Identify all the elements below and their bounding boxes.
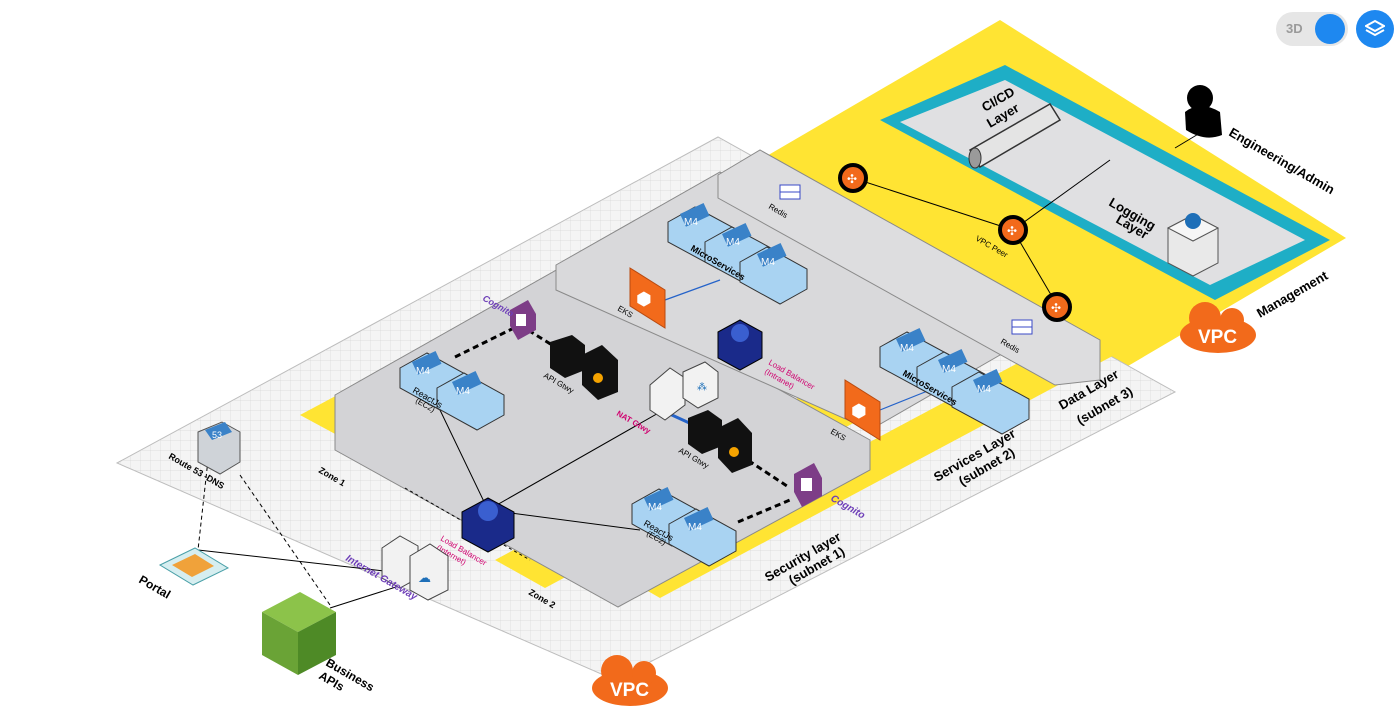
route53-icon-label: 53	[212, 430, 222, 440]
svg-text:✣: ✣	[1051, 301, 1061, 315]
vpc-label: VPC	[610, 680, 649, 701]
api-gateway-icon[interactable]	[550, 335, 618, 400]
svg-text:✣: ✣	[847, 172, 857, 186]
eks-link-1	[664, 279, 721, 301]
microservices-cluster[interactable]: M4 M4 M4	[667, 203, 808, 305]
security-links	[454, 323, 791, 524]
microservices-cluster[interactable]: M4 M4 M4	[879, 328, 1030, 435]
m4-label: M4	[456, 386, 470, 397]
cicd-pipe-icon[interactable]	[968, 102, 1062, 169]
router-icon[interactable]: ✣	[1042, 292, 1072, 322]
m4-label: M4	[688, 522, 702, 533]
m4-label: M4	[977, 384, 991, 395]
m4-label: M4	[726, 237, 740, 248]
svg-text:☁: ☁	[418, 570, 431, 585]
svg-text:⁂: ⁂	[697, 382, 707, 393]
reactjs-ec2-cluster[interactable]: M4 M4	[399, 351, 505, 431]
router-icon[interactable]: ✣	[838, 163, 868, 193]
m4-label: M4	[684, 217, 698, 228]
layers-icon	[1365, 19, 1385, 37]
cognito-icon[interactable]	[794, 463, 822, 507]
load-balancer-icon[interactable]	[717, 319, 763, 371]
3d-toggle[interactable]: 3D	[1276, 12, 1348, 46]
toggle-knob	[1315, 14, 1345, 44]
svg-text:⬢: ⬢	[851, 401, 867, 421]
router-icon[interactable]: ✣	[998, 215, 1028, 245]
nat-gateway-icon[interactable]: ⁂	[649, 361, 719, 421]
portal-icon[interactable]	[158, 547, 230, 586]
business-apis-cube-icon[interactable]	[262, 592, 336, 675]
cognito-icon[interactable]	[510, 300, 536, 340]
svg-text:✣: ✣	[1007, 224, 1017, 238]
redis-icon[interactable]	[1011, 319, 1033, 335]
m4-label: M4	[761, 257, 775, 268]
management-band	[705, 20, 1346, 410]
m4-label: M4	[900, 343, 914, 354]
route53-icon[interactable]: 53	[197, 421, 241, 475]
data-layer	[717, 149, 1101, 386]
m4-label: M4	[416, 366, 430, 377]
m4-label: M4	[648, 502, 662, 513]
svg-text:⬢: ⬢	[636, 289, 652, 309]
internet-gateway-icon[interactable]: ☁	[381, 535, 449, 601]
layers-button[interactable]	[1356, 10, 1394, 48]
eks-icon[interactable]: ⬢	[629, 267, 666, 329]
vpc-cloud-icon: VPC	[1180, 302, 1256, 353]
m4-label: M4	[942, 364, 956, 375]
eks-icon[interactable]: ⬢	[844, 379, 881, 441]
redis-icon[interactable]	[779, 184, 801, 200]
reactjs-ec2-cluster[interactable]: M4 M4	[631, 487, 737, 567]
3d-toggle-label: 3D	[1286, 21, 1303, 36]
vpc-label: VPC	[1198, 327, 1237, 348]
eks-link-2	[879, 389, 931, 411]
vpc-cloud-icon: VPC	[592, 655, 668, 706]
portal-label: Portal	[137, 572, 173, 601]
logging-db-icon[interactable]	[1166, 213, 1220, 277]
admin-user-icon[interactable]	[1185, 85, 1222, 138]
api-gateway-icon[interactable]	[688, 410, 752, 473]
load-balancer-icon[interactable]	[461, 497, 515, 553]
